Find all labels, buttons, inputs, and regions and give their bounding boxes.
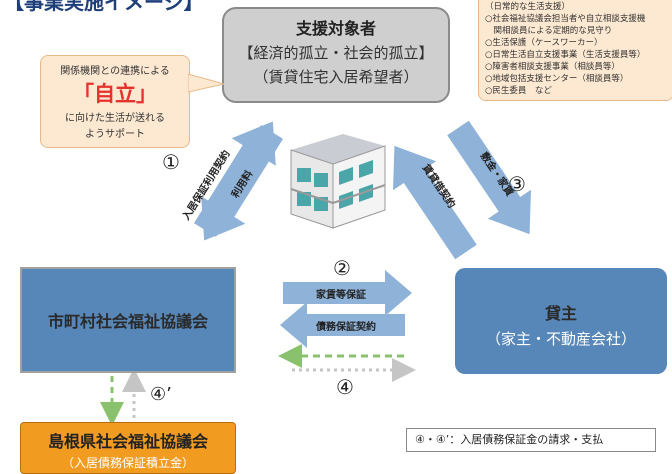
callout-line2: に向けた生活が送れる (65, 113, 165, 124)
support-target-title: 支援対象者 (295, 19, 376, 38)
landlord-box: 貸主 （家主・不動産会社） (455, 268, 667, 374)
support-target-line2: （賃貸住宅入居希望者） (253, 68, 419, 86)
support-target-line1: 【経済的孤立・社会的孤立】 (238, 44, 434, 62)
arrow-2-number: ② (333, 256, 351, 280)
arrow-3-deposit (447, 120, 532, 235)
arrow-4-number: ④ (336, 375, 354, 399)
daily-support-callout: （日常的な生活支援） ○社会福祉協議会担当者や自立相談支援機 関相談員による定期… (478, 0, 672, 101)
arrow-2-guarantee (283, 270, 412, 316)
arrow-4p-number: ④’ (150, 384, 172, 405)
daily-support-line: ○生活保護（ケースワーカー） (485, 38, 603, 48)
arrow-1-fee (201, 125, 284, 241)
prefectural-council-subtitle: （入居債務保証積立金） (61, 456, 194, 470)
daily-support-line: ○日常生活自立支援事業（生活支援員等） (485, 50, 646, 60)
apartment-building-icon (290, 134, 386, 229)
independence-callout: 関係機関との連携による 「自立」 に向けた生活が送れる ようサポート (40, 55, 190, 148)
arrow-2-return-label: 債務保証契約 (316, 322, 376, 333)
arrow-2-label: 家賃等保証 (316, 290, 366, 301)
legend-box: ④・④’：入居債務保証金の請求・支払 (406, 428, 656, 452)
prefectural-council-title: 島根県社会福祉協議会 (47, 432, 208, 451)
daily-support-line: 関相談員による定期的な見守り (485, 26, 613, 36)
daily-support-line: ○地域包括支援センター（相談員等） (485, 74, 629, 84)
prefectural-council-box: 島根県社会福祉協議会 （入居債務保証積立金） (20, 422, 236, 474)
callout-line1: 関係機関との連携による (60, 66, 170, 77)
arrow-2-contract (280, 302, 405, 348)
daily-support-line: ○障害者相談支援事業（相談員等） (485, 62, 620, 72)
callout-tail (188, 73, 225, 93)
municipal-council-label: 市町村社会福祉協議会 (47, 312, 208, 331)
landlord-subtitle: （家主・不動産会社） (485, 330, 636, 348)
support-target-box: 支援対象者 【経済的孤立・社会的孤立】 （賃貸住宅入居希望者） (222, 7, 450, 103)
landlord-title: 貸主 (544, 304, 577, 323)
daily-support-line: ○社会福祉協議会担当者や自立相談支援機 (485, 14, 646, 24)
arrow-3-number: ③ (508, 172, 526, 196)
header-fragment: 【事業実施イメージ】 (4, 0, 204, 14)
daily-support-line: （日常的な生活支援） (485, 2, 571, 12)
arrow-1-number: ① (162, 150, 180, 174)
arrow-3-lease (392, 145, 477, 260)
municipal-council-box: 市町村社会福祉協議会 (20, 267, 236, 373)
callout-highlight: 「自立」 (73, 82, 157, 106)
daily-support-line: ○民生委員 など (485, 86, 552, 96)
callout-line3: ようサポート (85, 129, 145, 140)
